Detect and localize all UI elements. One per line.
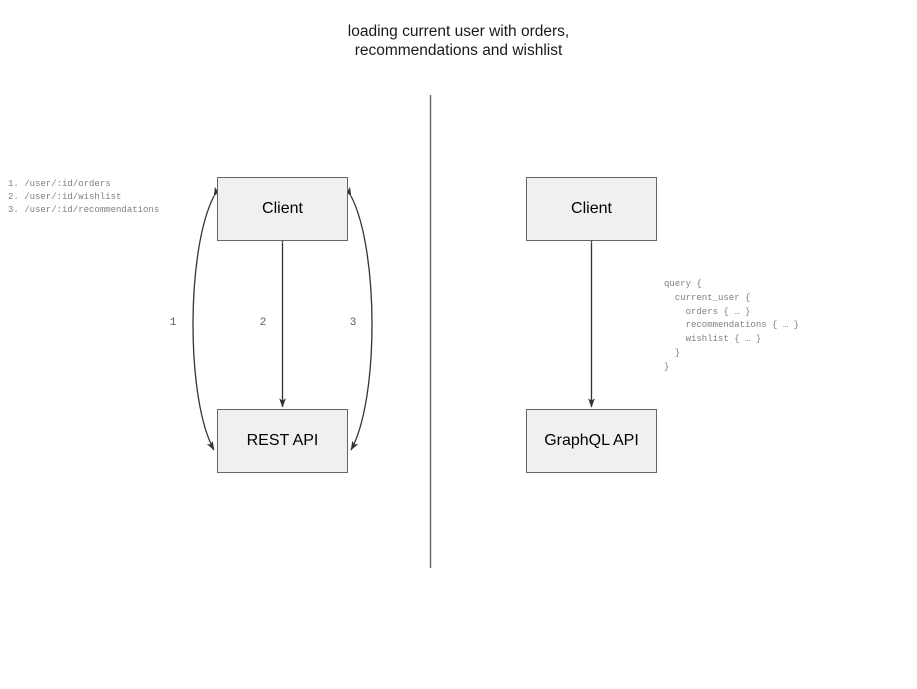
- rest-endpoints-list: 1. /user/:id/orders 2. /user/:id/wishlis…: [8, 179, 160, 216]
- diagram-title: loading current user with orders, recomm…: [347, 23, 570, 59]
- node-client-rest[interactable]: Client: [217, 177, 348, 241]
- node-client-rest-label: Client: [262, 200, 303, 217]
- node-client-graphql-label: Client: [571, 200, 612, 217]
- node-graphql-api-label: GraphQL API: [544, 432, 639, 449]
- node-rest-api[interactable]: REST API: [217, 409, 348, 473]
- node-graphql-api[interactable]: GraphQL API: [526, 409, 657, 473]
- graphql-query-snippet: query { current_user { orders { … } reco…: [664, 279, 800, 372]
- edge-1-curve: [192, 186, 221, 451]
- node-rest-api-label: REST API: [246, 432, 319, 449]
- node-client-graphql[interactable]: Client: [526, 177, 657, 241]
- edge-3-curve: [344, 186, 373, 451]
- edge-label-3: 3: [349, 317, 357, 329]
- edge-label-2: 2: [259, 317, 267, 329]
- edge-label-1: 1: [169, 317, 177, 329]
